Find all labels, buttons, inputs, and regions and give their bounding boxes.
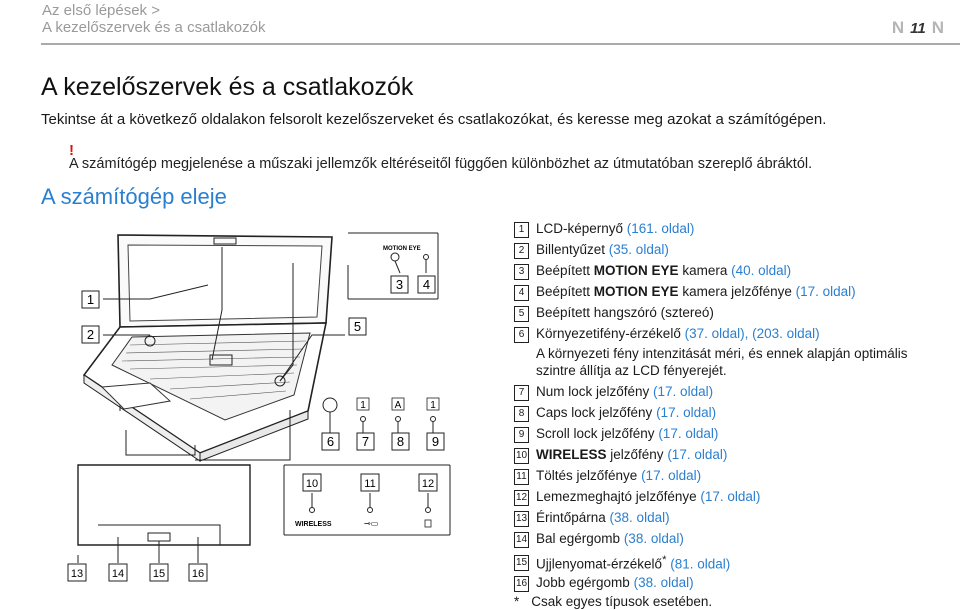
page-link[interactable]: (161. oldal)	[626, 221, 695, 236]
laptop-illustration	[82, 234, 333, 462]
num-lock-glyph: 1	[360, 400, 366, 411]
next-page-icon[interactable]: N	[931, 18, 944, 37]
callout-6: 6	[321, 432, 340, 451]
page-link[interactable]: (35. oldal)	[608, 242, 669, 257]
svg-text:11: 11	[364, 478, 375, 490]
svg-text:9: 9	[432, 434, 439, 449]
footnote-star: *	[514, 594, 520, 609]
svg-text:15: 15	[153, 568, 165, 580]
footnote: * Csak egyes típusok esetében.	[514, 594, 712, 609]
page-link[interactable]: (40. oldal)	[731, 263, 792, 278]
svg-text:8: 8	[397, 434, 404, 449]
battery-icon: ⊸▭	[364, 519, 378, 528]
page-link[interactable]: (17. oldal)	[658, 426, 719, 441]
caps-lock-glyph: A	[395, 400, 402, 411]
laptop-front-figure: MOTION EYE 1 A 1 WIRELESS ⊸▭ 1 2 3 4 5 6…	[67, 232, 451, 582]
svg-text:1: 1	[87, 292, 94, 307]
svg-text:14: 14	[112, 568, 124, 580]
page-link[interactable]: (17. oldal)	[700, 489, 761, 504]
breadcrumb-parent[interactable]: Az első lépések >	[42, 2, 160, 19]
breadcrumb-current: A kezelőszervek és a csatlakozók	[42, 19, 266, 36]
scroll-lock-glyph: 1	[430, 400, 436, 411]
page-number: 11	[910, 19, 926, 37]
note-text: A számítógép megjelenése a műszaki jelle…	[69, 156, 813, 172]
footnote-marker: *	[662, 554, 667, 566]
svg-text:3: 3	[396, 277, 403, 292]
page-link[interactable]: (17. oldal)	[667, 447, 728, 462]
svg-text:12: 12	[422, 478, 434, 490]
page-link[interactable]: (38. oldal)	[633, 575, 694, 590]
section-title: A számítógép eleje	[41, 184, 227, 209]
callout-13: 13	[67, 563, 87, 582]
callout-16: 16	[188, 563, 208, 582]
legend-description: A környezeti fény intenzitását méri, és …	[536, 346, 908, 378]
callout-4: 4	[417, 275, 436, 294]
callout-7: 7	[356, 432, 375, 451]
footnote-text: Csak egyes típusok esetében.	[531, 594, 713, 609]
page-navigation: N 11 N	[892, 18, 944, 38]
svg-text:10: 10	[306, 478, 318, 490]
page-link[interactable]: (38. oldal)	[609, 510, 670, 525]
svg-text:6: 6	[327, 434, 334, 449]
callout-9: 9	[426, 432, 445, 451]
svg-text:4: 4	[423, 277, 430, 292]
callout-14: 14	[108, 563, 128, 582]
page-link[interactable]: (81. oldal)	[670, 556, 731, 572]
page-link[interactable]: (17. oldal)	[653, 384, 714, 399]
svg-text:7: 7	[362, 434, 369, 449]
callout-11: 11	[360, 473, 380, 492]
callout-10: 10	[302, 473, 322, 492]
svg-text:13: 13	[71, 568, 83, 580]
svg-text:5: 5	[354, 319, 361, 334]
motion-eye-label: MOTION EYE	[383, 246, 421, 252]
previous-page-icon[interactable]: N	[891, 18, 905, 37]
callout-1: 1	[81, 290, 100, 309]
page-link[interactable]: (38. oldal)	[623, 531, 684, 546]
page-link[interactable]: (17. oldal)	[795, 284, 856, 299]
page-title: A kezelőszervek és a csatlakozók	[41, 73, 414, 101]
callout-3: 3	[390, 275, 409, 294]
header-divider	[41, 43, 960, 45]
callout-2: 2	[81, 325, 100, 344]
warning-icon: !	[69, 142, 74, 159]
figure-callouts: 1 2 3 4 5 6 7 8 9 10 11 12 13 14 15 16	[67, 275, 445, 582]
intro-text: Tekintse át a következő oldalakon felsor…	[41, 111, 827, 128]
callout-15: 15	[149, 563, 169, 582]
wireless-label: WIRELESS	[295, 521, 332, 528]
svg-text:16: 16	[192, 568, 204, 580]
page-link[interactable]: (17. oldal)	[641, 468, 702, 483]
callout-12: 12	[418, 473, 438, 492]
page-link[interactable]: (37. oldal), (203. oldal)	[684, 326, 820, 341]
callout-5: 5	[348, 317, 367, 336]
page-link[interactable]: (17. oldal)	[656, 405, 717, 420]
callout-8: 8	[391, 432, 410, 451]
svg-text:2: 2	[87, 327, 94, 342]
disk-drive-icon	[424, 519, 432, 528]
